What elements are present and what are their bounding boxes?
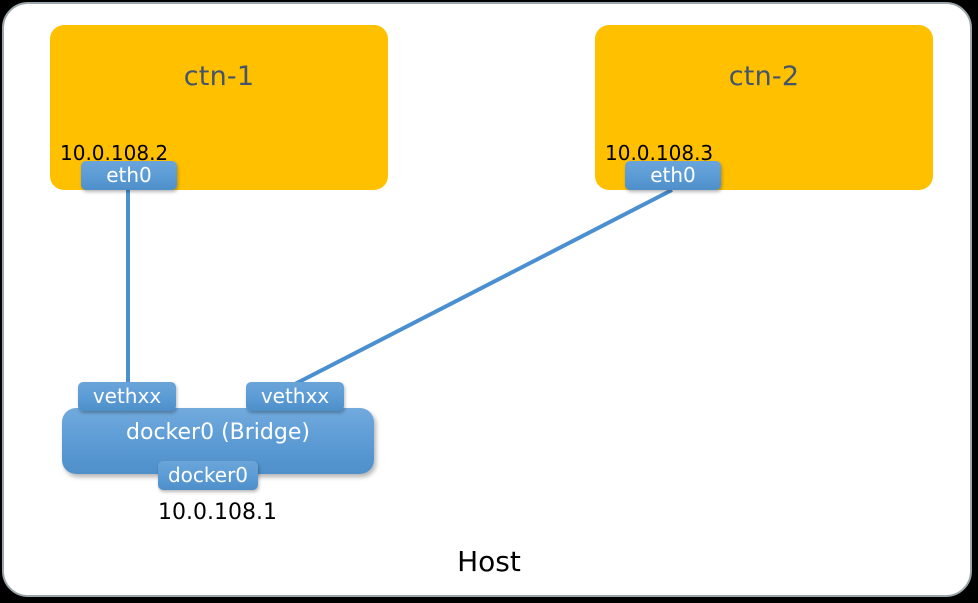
- docker0-bridge-label: docker0 (Bridge): [126, 420, 310, 445]
- eth0-badge-ctn-2[interactable]: eth0: [625, 161, 721, 190]
- vethxx-badge-left[interactable]: vethxx: [78, 382, 176, 411]
- docker0-interface-badge[interactable]: docker0: [158, 461, 258, 490]
- container-title-ctn-1: ctn-1: [183, 61, 255, 92]
- eth0-badge-ctn-1[interactable]: eth0: [81, 161, 177, 190]
- container-title-ctn-2: ctn-2: [728, 61, 800, 92]
- container-box-ctn-1[interactable]: ctn-1 10.0.108.2: [50, 25, 388, 190]
- host-label: Host: [457, 545, 521, 578]
- vethxx-badge-right[interactable]: vethxx: [246, 382, 344, 411]
- docker0-ip-label: 10.0.108.1: [158, 500, 277, 525]
